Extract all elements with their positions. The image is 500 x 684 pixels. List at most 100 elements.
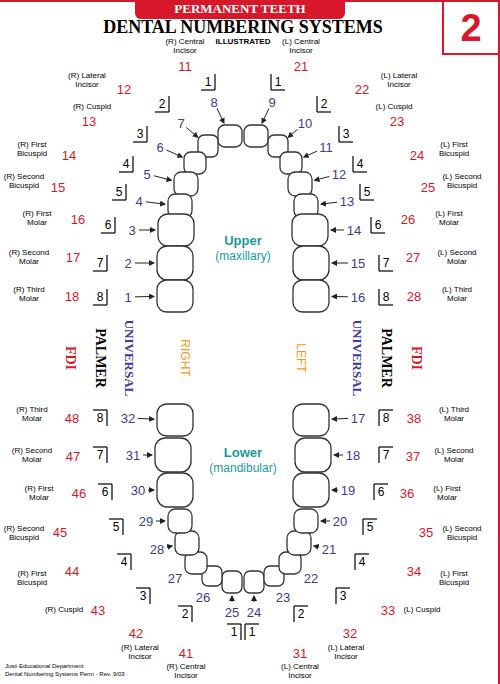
palmer-number: 2 bbox=[298, 608, 305, 620]
palmer-number: 1 bbox=[205, 76, 212, 88]
universal-number: 8 bbox=[210, 96, 217, 109]
leader-arrow bbox=[332, 490, 338, 491]
tooth-name: (L) Third Molar bbox=[434, 285, 480, 303]
diagram-title: DENTAL NUMBERING SYSTEMS bbox=[103, 18, 383, 36]
tooth-outline bbox=[157, 246, 193, 280]
tooth-name: (R) First Bicuspid bbox=[9, 140, 55, 158]
leader-arrow bbox=[288, 129, 297, 137]
palmer-number: 3 bbox=[137, 128, 144, 140]
palmer-bracket bbox=[293, 606, 294, 622]
leader-arrow bbox=[148, 490, 154, 491]
tooth-outline bbox=[157, 404, 193, 436]
palmer-bracket bbox=[106, 447, 107, 463]
universal-number: 9 bbox=[268, 96, 275, 109]
palmer-bracket bbox=[353, 171, 367, 172]
palmer-bracket bbox=[378, 255, 379, 271]
leader-arrow bbox=[262, 108, 269, 123]
tooth-name: (L) Second Molar bbox=[431, 446, 477, 464]
fdi-number: 46 bbox=[72, 487, 86, 500]
palmer-bracket bbox=[133, 141, 147, 142]
palmer-bracket bbox=[378, 447, 379, 463]
fdi-number: 38 bbox=[407, 412, 421, 425]
palmer-number: 5 bbox=[367, 521, 374, 533]
system-label: FDI bbox=[409, 346, 423, 370]
palmer-number: 4 bbox=[359, 556, 366, 568]
tooth-name: (R) Second Molar bbox=[9, 446, 55, 464]
palmer-bracket bbox=[168, 96, 169, 112]
palmer-bracket bbox=[114, 217, 115, 233]
universal-number: 1 bbox=[124, 291, 131, 304]
leader-arrow bbox=[135, 296, 154, 297]
palmer-bracket bbox=[316, 96, 317, 112]
tooth-outline bbox=[293, 280, 329, 312]
tooth-outline bbox=[293, 246, 329, 280]
universal-number: 19 bbox=[341, 484, 355, 497]
fdi-number: 27 bbox=[406, 251, 420, 264]
fdi-number: 21 bbox=[294, 60, 308, 73]
fdi-number: 18 bbox=[65, 290, 79, 303]
palmer-number: 8 bbox=[383, 291, 390, 303]
fdi-number: 11 bbox=[178, 60, 192, 73]
universal-number: 24 bbox=[247, 606, 261, 619]
palmer-bracket bbox=[93, 409, 107, 410]
palmer-bracket bbox=[244, 624, 245, 640]
tooth-name: (R) Lateral Incisor bbox=[117, 643, 163, 661]
palmer-bracket bbox=[270, 74, 271, 90]
palmer-bracket bbox=[362, 519, 363, 535]
fdi-number: 45 bbox=[53, 526, 67, 539]
tooth-outline bbox=[175, 531, 199, 555]
footer-note: Justi Educational Department bbox=[5, 663, 83, 669]
tooth-outline bbox=[218, 125, 242, 147]
tooth-name: (R) Central Incisor bbox=[163, 662, 209, 680]
tooth-name: (R) First Molar bbox=[16, 484, 62, 502]
arch-label: Lower bbox=[224, 446, 262, 459]
frame-line bbox=[498, 0, 500, 684]
palmer-number: 6 bbox=[105, 219, 112, 231]
palmer-number: 5 bbox=[116, 186, 123, 198]
tooth-outline bbox=[287, 531, 311, 555]
palmer-bracket bbox=[352, 156, 353, 172]
leader-arrow bbox=[217, 108, 224, 123]
leader-arrow bbox=[332, 418, 348, 420]
page-number-box: 2 bbox=[442, 0, 500, 55]
palmer-number: 8 bbox=[383, 412, 390, 424]
palmer-bracket bbox=[149, 588, 150, 604]
universal-number: 18 bbox=[346, 449, 360, 462]
tooth-name: (R) Second Bicuspid bbox=[1, 524, 47, 542]
tooth-outline bbox=[158, 214, 194, 246]
palmer-number: 1 bbox=[249, 626, 256, 638]
palmer-bracket bbox=[338, 126, 339, 142]
universal-number: 26 bbox=[196, 591, 210, 604]
palmer-number: 2 bbox=[182, 608, 189, 620]
palmer-bracket bbox=[93, 304, 107, 305]
tooth-name: (L) First Molar bbox=[424, 484, 470, 502]
leader-arrow bbox=[304, 151, 317, 157]
tooth-outline bbox=[155, 438, 191, 472]
universal-number: 11 bbox=[319, 141, 333, 154]
tooth-outline bbox=[244, 125, 268, 147]
universal-number: 25 bbox=[225, 606, 239, 619]
tooth-name: (R) Second Molar bbox=[6, 248, 52, 266]
tooth-outline bbox=[157, 473, 193, 507]
header-band: PERMANENT TEETH bbox=[135, 0, 345, 19]
tooth-outline bbox=[293, 404, 329, 436]
tooth-name: (R) Cuspid bbox=[69, 102, 115, 111]
universal-number: 17 bbox=[351, 412, 365, 425]
universal-number: 20 bbox=[333, 515, 347, 528]
palmer-bracket bbox=[146, 126, 147, 142]
palmer-bracket bbox=[93, 270, 107, 271]
palmer-number: 8 bbox=[97, 291, 104, 303]
palmer-number: 4 bbox=[357, 158, 364, 170]
fdi-number: 24 bbox=[410, 149, 424, 162]
tooth-outline bbox=[244, 571, 264, 593]
tooth-name: (R) First Bicuspid bbox=[9, 569, 55, 587]
palmer-bracket bbox=[125, 184, 126, 200]
universal-number: 2 bbox=[124, 257, 131, 270]
system-label: FDI bbox=[63, 346, 77, 370]
palmer-bracket bbox=[240, 624, 241, 640]
footer-note: Dental Numbering Systems Perm - Rev. 9/0… bbox=[5, 671, 125, 677]
tooth-name: (L) Central Incisor bbox=[277, 662, 323, 680]
universal-number: 6 bbox=[156, 141, 163, 154]
leader-arrow bbox=[167, 546, 172, 547]
